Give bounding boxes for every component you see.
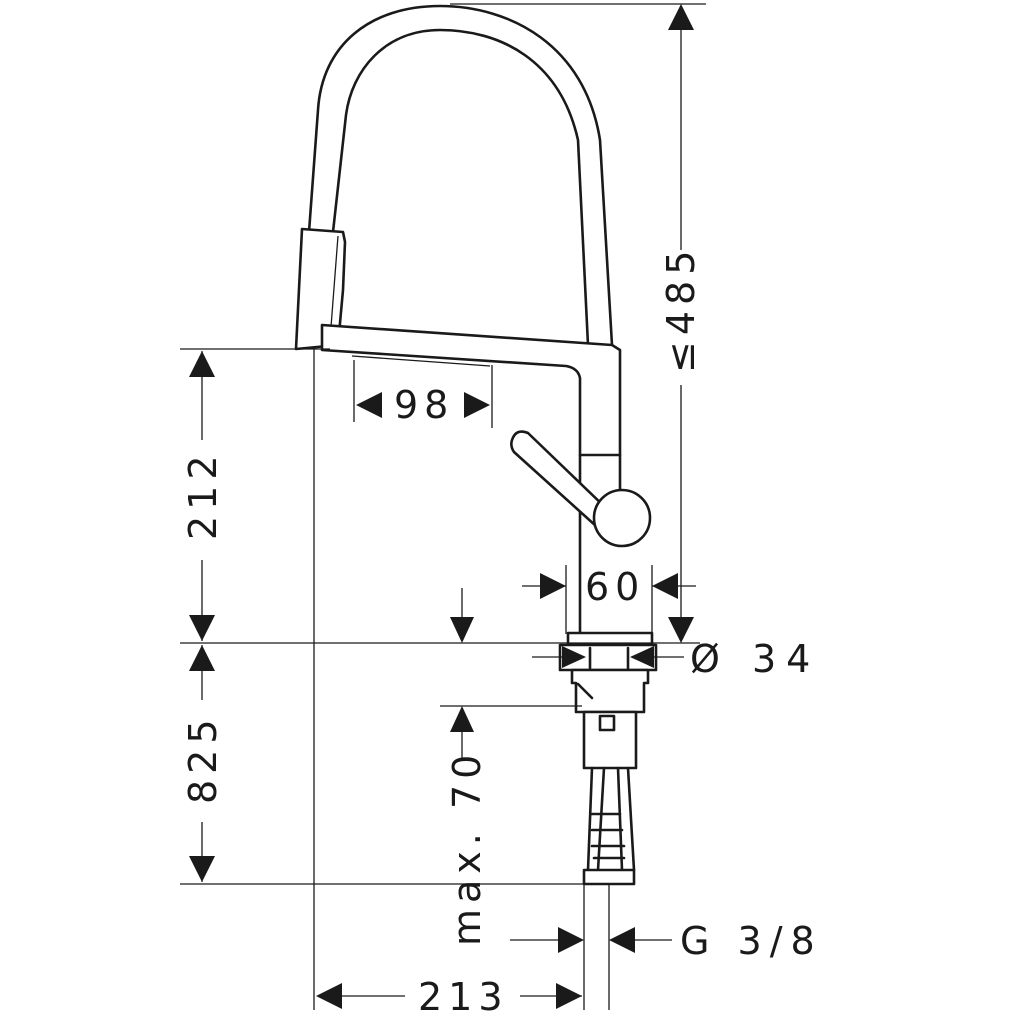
shank-upper — [570, 668, 650, 714]
dim-label-g38: G 3/8 — [680, 919, 823, 963]
dim-max-deck-thickness: max. 70 — [445, 588, 489, 946]
spout-arch-inner — [331, 28, 590, 347]
dim-total-length: 825 — [181, 645, 225, 882]
supply-hoses — [582, 766, 636, 886]
faucet-outline — [294, 4, 658, 886]
dim-body-width: 60 — [522, 565, 696, 609]
dim-spout-height: ≤485 — [659, 4, 703, 643]
dim-connection-thread: G 3/8 — [510, 919, 823, 963]
spout-arm-detail — [351, 355, 491, 367]
shank-notch — [598, 714, 616, 732]
mounting-flange — [558, 643, 658, 672]
dim-spout-reach: 98 — [356, 383, 490, 427]
handle-knob — [592, 488, 652, 548]
dim-projection: 213 — [316, 975, 582, 1019]
dim-height-above-deck: 212 — [181, 351, 225, 641]
dim-label-60: 60 — [585, 565, 645, 609]
dim-label-212: 212 — [181, 449, 225, 540]
spray-head-detail — [329, 235, 339, 341]
dim-label-485: ≤485 — [659, 245, 703, 373]
spout-arm — [320, 323, 622, 457]
dim-label-98: 98 — [394, 383, 454, 427]
dim-label-34: Ø 34 — [690, 637, 820, 681]
extension-lines — [180, 3, 706, 1010]
dim-hole-diameter: Ø 34 — [532, 637, 820, 681]
spout-arch-outer — [307, 4, 614, 347]
dim-label-825: 825 — [181, 713, 225, 804]
shank-detail — [576, 682, 594, 700]
dim-label-max70: max. 70 — [445, 749, 489, 946]
shank-lower — [582, 710, 638, 770]
dim-label-213: 213 — [418, 975, 509, 1019]
